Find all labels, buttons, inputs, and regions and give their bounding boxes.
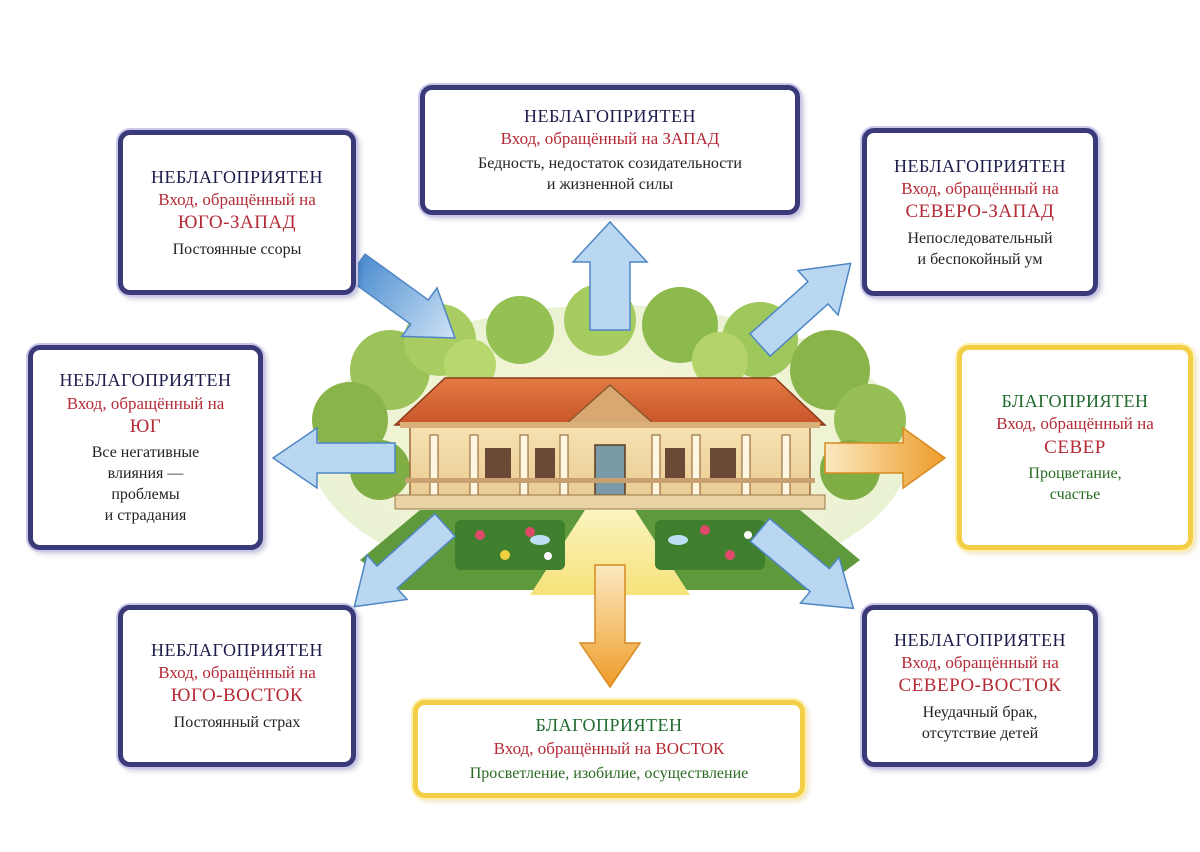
effect-text: Процветание, счастье: [1028, 464, 1121, 506]
direction-name: ЮГ: [67, 415, 225, 440]
direction-label: Вход, обращённый на ЮГО-ВОСТОК: [158, 662, 316, 709]
effect-line: Неудачный брак,: [922, 703, 1038, 724]
status-label: НЕБЛАГОПРИЯТЕН: [894, 154, 1066, 178]
direction-prefix: Вход, обращённый на: [158, 662, 316, 684]
effect-text: Постоянные ссоры: [173, 240, 302, 261]
direction-name: ЮГО-ЗАПАД: [158, 211, 316, 236]
direction-label: Вход, обращённый на СЕВЕРО-ЗАПАД: [901, 178, 1059, 225]
box-southwest: НЕБЛАГОПРИЯТЕН Вход, обращённый на ЮГО-З…: [118, 130, 356, 295]
effect-text: Бедность, недостаток созидательности и ж…: [478, 154, 742, 196]
direction-label: Вход, обращённый на ВОСТОК: [494, 738, 725, 760]
box-southeast: НЕБЛАГОПРИЯТЕН Вход, обращённый на ЮГО-В…: [118, 605, 356, 767]
house: [395, 378, 825, 509]
direction-name: ЮГО-ВОСТОК: [158, 684, 316, 709]
box-northwest: НЕБЛАГОПРИЯТЕН Вход, обращённый на СЕВЕР…: [862, 128, 1098, 296]
direction-label: Вход, обращённый на ЮГ: [67, 393, 225, 440]
effect-line: Процветание,: [1028, 464, 1121, 485]
effect-line: влияния —: [92, 464, 200, 485]
direction-prefix: Вход, обращённый на: [67, 393, 225, 415]
box-east: БЛАГОПРИЯТЕН Вход, обращённый на ВОСТОК …: [413, 700, 805, 798]
status-label: НЕБЛАГОПРИЯТЕН: [151, 165, 323, 189]
direction-label: Вход, обращённый на СЕВЕР: [996, 413, 1154, 460]
effect-text: Неудачный брак, отсутствие детей: [922, 703, 1038, 745]
effect-line: и жизненной силы: [478, 175, 742, 196]
status-label: НЕБЛАГОПРИЯТЕН: [894, 628, 1066, 652]
status-label: НЕБЛАГОПРИЯТЕН: [524, 104, 696, 128]
effect-line: и страдания: [92, 506, 200, 527]
effect-text: Все негативные влияния — проблемы и стра…: [92, 443, 200, 526]
box-south: НЕБЛАГОПРИЯТЕН Вход, обращённый на ЮГ Вс…: [28, 345, 263, 550]
effect-line: Непоследовательный: [907, 229, 1052, 250]
effect-text: Непоследовательный и беспокойный ум: [907, 229, 1052, 271]
direction-label: Вход, обращённый на ЮГО-ЗАПАД: [158, 189, 316, 236]
direction-name: СЕВЕР: [996, 436, 1154, 461]
direction-name: СЕВЕРО-ЗАПАД: [901, 200, 1059, 225]
box-north: БЛАГОПРИЯТЕН Вход, обращённый на СЕВЕР П…: [957, 345, 1193, 550]
effect-line: Все негативные: [92, 443, 200, 464]
status-label: НЕБЛАГОПРИЯТЕН: [151, 638, 323, 662]
box-west: НЕБЛАГОПРИЯТЕН Вход, обращённый на ЗАПАД…: [420, 85, 800, 215]
status-label: БЛАГОПРИЯТЕН: [535, 713, 682, 737]
effect-text: Просветление, изобилие, осуществление: [470, 764, 749, 785]
status-label: БЛАГОПРИЯТЕН: [1001, 389, 1148, 413]
effect-text: Постоянный страх: [174, 713, 301, 734]
effect-line: счастье: [1028, 485, 1121, 506]
direction-prefix: Вход, обращённый на: [901, 178, 1059, 200]
direction-prefix: Вход, обращённый на: [158, 189, 316, 211]
direction-name: СЕВЕРО-ВОСТОК: [899, 674, 1062, 699]
effect-line: и беспокойный ум: [907, 250, 1052, 271]
effect-line: Бедность, недостаток созидательности: [478, 154, 742, 175]
status-label: НЕБЛАГОПРИЯТЕН: [59, 368, 231, 392]
box-northeast: НЕБЛАГОПРИЯТЕН Вход, обращённый на СЕВЕР…: [862, 605, 1098, 767]
effect-line: отсутствие детей: [922, 724, 1038, 745]
effect-line: проблемы: [92, 485, 200, 506]
direction-label: Вход, обращённый на ЗАПАД: [501, 128, 720, 150]
direction-prefix: Вход, обращённый на: [996, 413, 1154, 435]
direction-prefix: Вход, обращённый на: [899, 652, 1062, 674]
direction-label: Вход, обращённый на СЕВЕРО-ВОСТОК: [899, 652, 1062, 699]
